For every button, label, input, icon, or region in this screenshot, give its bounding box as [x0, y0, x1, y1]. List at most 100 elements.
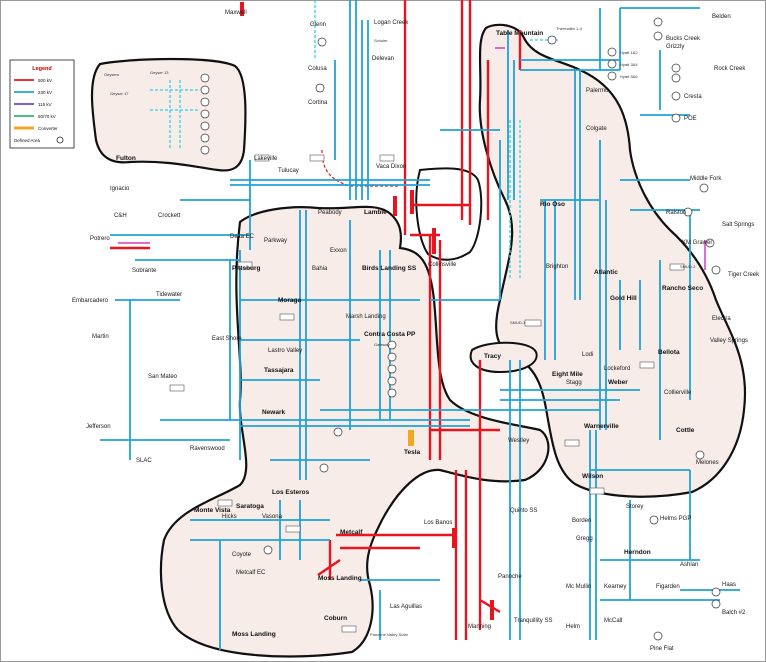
label-gregg: Gregg — [576, 536, 593, 542]
label-electra: Electra — [712, 316, 731, 322]
label-las-aguillas: Las Aguillas — [390, 604, 422, 610]
generator-icon — [201, 74, 209, 82]
label-collinsville: Collinsville — [428, 262, 457, 268]
generator-icon — [650, 516, 658, 524]
label-moraga: Moraga — [278, 297, 302, 304]
label-bahia: Bahia — [312, 266, 328, 272]
label-tiger-creek: Tiger Creek — [728, 272, 760, 278]
label-vaca-dixon: Vaca Dixon — [376, 164, 406, 170]
label-haas: Haas — [722, 582, 736, 588]
label-cresta: Cresta — [684, 94, 702, 100]
label-atlantic: Atlantic — [594, 269, 618, 276]
label-lodi: Lodi — [582, 352, 593, 358]
label-ravenswood: Ravenswood — [190, 446, 225, 452]
label-bucks-creek: Bucks Creek — [666, 36, 701, 42]
label-coyote: Coyote — [232, 552, 252, 558]
generator-icon — [264, 546, 272, 554]
label-saratoga: Saratoga — [236, 503, 264, 510]
label-helms: Helms PGP — [660, 516, 691, 522]
label-borden: Borden — [572, 518, 591, 524]
generator-icon — [388, 389, 396, 397]
label-tracy: Tracy — [484, 353, 501, 360]
generator-icon — [318, 38, 326, 46]
generator-icon — [712, 588, 720, 596]
label-warnerville: Warnerville — [584, 423, 619, 430]
label-brighton: Brighton — [546, 264, 568, 270]
label-tranquillity: Tranquillity SS — [514, 618, 552, 624]
label-birds-landing: Birds Landing SS — [362, 265, 417, 272]
label-peabody: Peabody — [318, 210, 342, 216]
label-geyser-13: Geyser 13 — [150, 70, 169, 75]
generator-icon — [316, 84, 324, 92]
legend-label-area: Defined Area — [14, 138, 41, 143]
generator-icon — [712, 600, 720, 608]
generator-icon — [672, 64, 680, 72]
label-lakeville: Lakeville — [254, 156, 278, 162]
label-cottle: Cottle — [676, 427, 695, 434]
label-contra-costa: Contra Costa PP — [364, 331, 416, 338]
label-moss-landing: Moss Landing — [232, 631, 276, 638]
legend-label-230: 230 kV — [38, 90, 52, 95]
label-figarden: Figarden — [656, 584, 680, 590]
label-los-esteros: Los Esteros — [272, 489, 310, 496]
generator-icon — [548, 36, 556, 44]
label-hyatt-1: Hyatt 1&2 — [620, 50, 638, 55]
converter-marker — [408, 430, 414, 446]
label-cortina: Cortina — [308, 100, 328, 106]
label-gateway: Gateway — [374, 342, 390, 347]
label-poe: POE — [684, 116, 697, 122]
generator-icon — [388, 365, 396, 373]
legend: Legend 500 kV 230 kV 115 kV 60/70 kV Con… — [10, 60, 74, 148]
label-geyser-17: Geyser 17 — [110, 91, 129, 96]
generator-icon — [696, 451, 704, 459]
label-crockett: Crockett — [158, 213, 181, 219]
label-smud-2: SMUD-2 — [680, 264, 696, 269]
generator-icon — [654, 632, 662, 640]
label-westley: Westley — [508, 438, 529, 444]
generator-icon — [201, 146, 209, 154]
label-balch: Balch #2 — [722, 610, 746, 616]
label-san-mateo: San Mateo — [148, 374, 178, 380]
label-colgate: Colgate — [586, 126, 607, 132]
label-thermalito: Thermalito 1-4 — [556, 26, 583, 31]
generator-icon — [654, 18, 662, 26]
label-parkway: Parkway — [264, 238, 287, 244]
label-pine-flat: Pine Flat — [650, 646, 674, 652]
label-ralston: Ralston — [666, 210, 686, 216]
label-lockeford: Lockeford — [604, 366, 630, 372]
label-tassajara: Tassajara — [264, 367, 294, 374]
label-colusa: Colusa — [308, 66, 327, 72]
label-martin: Martin — [92, 334, 109, 340]
label-gold-hill: Gold Hill — [610, 295, 637, 302]
generator-icon — [201, 134, 209, 142]
label-delta-ec: Delta EC — [230, 234, 255, 240]
label-marsh-landing: Marsh Landing — [346, 314, 386, 320]
label-pittsburg: Pittsburg — [232, 265, 261, 272]
generator-icon — [201, 122, 209, 130]
label-manning: Manning — [468, 624, 491, 630]
label-melones: Melones — [696, 460, 719, 466]
label-weber: Weber — [608, 379, 628, 386]
generator-icon — [672, 92, 680, 100]
label-metcalf: Metcalf — [340, 529, 363, 536]
label-schuler: Schuler — [374, 38, 388, 43]
label-tesla: Tesla — [404, 449, 421, 456]
label-hyatt-5: Hyatt 5&6 — [620, 74, 638, 79]
label-geysers: Geysers — [104, 72, 119, 77]
label-maxwell: Maxwell — [225, 10, 247, 16]
label-kearney: Kearney — [604, 584, 626, 590]
label-helm: Helm — [566, 624, 580, 630]
label-slac: SLAC — [136, 458, 152, 464]
generator-icon — [608, 48, 616, 56]
generator-icon — [654, 32, 662, 40]
label-sobrante: Sobrante — [132, 268, 157, 274]
generator-icon — [388, 353, 396, 361]
label-embarcadero: Embarcadero — [72, 298, 109, 304]
label-hyatt-3: Hyatt 3&4 — [620, 62, 638, 67]
label-jefferson: Jefferson — [86, 424, 111, 430]
label-potrero: Potrero — [90, 236, 110, 242]
label-ignacio: Ignacio — [110, 186, 130, 192]
legend-title: Legend — [32, 66, 52, 72]
